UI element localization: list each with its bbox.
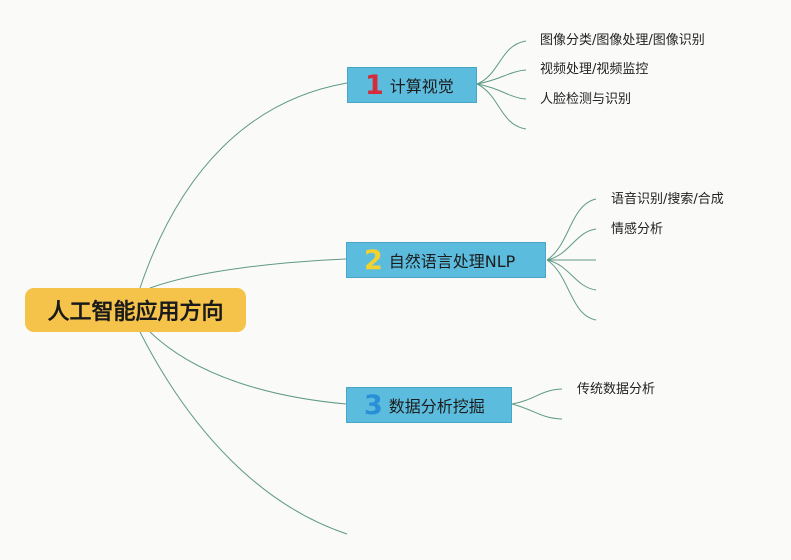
root-node[interactable]: 人工智能应用方向 [25, 288, 246, 332]
leaf-node[interactable]: 语音识别/搜索/合成 [611, 192, 724, 207]
branch-1-leaf-1-line [476, 40, 527, 85]
branch-3-number: 3 [364, 389, 383, 421]
branch-3-empty-leaf-line [511, 403, 563, 420]
branch-2-empty-leaf-2-line [546, 259, 597, 291]
leaf-node[interactable]: 情感分析 [611, 222, 664, 237]
root-to-empty-branch-line [139, 331, 348, 535]
branch-1-number: 1 [365, 69, 384, 101]
leaf-node[interactable]: 图像分类/图像处理/图像识别 [540, 33, 705, 48]
root-node-label: 人工智能应用方向 [47, 300, 224, 325]
leaf-node[interactable]: 人脸检测与识别 [540, 92, 632, 107]
branch-1-leaf-3-line [476, 83, 527, 100]
branch-node-2[interactable]: 2 自然语言处理NLP [346, 242, 546, 278]
branch-1-empty-leaf-line [476, 83, 527, 130]
branch-2-leaf-2-line [546, 228, 597, 261]
branch-node-1[interactable]: 1 计算视觉 [347, 67, 477, 103]
branch-2-empty-leaf-3-line [546, 259, 597, 321]
branch-2-number: 2 [364, 244, 383, 276]
branch-3-label: 数据分析挖掘 [388, 397, 485, 416]
leaf-node[interactable]: 视频处理/视频监控 [540, 62, 649, 77]
branch-node-3[interactable]: 3 数据分析挖掘 [346, 387, 512, 423]
branch-2-label: 自然语言处理NLP [388, 252, 516, 271]
branch-1-leaf-2-line [476, 69, 527, 85]
root-to-branch-2-line [149, 258, 347, 289]
root-to-branch-1-line [139, 82, 348, 289]
root-to-branch-3-line [149, 331, 347, 405]
branch-3-leaf-1-line [511, 388, 563, 405]
branch-2-leaf-1-line [546, 198, 597, 261]
leaf-node[interactable]: 传统数据分析 [577, 382, 656, 397]
branch-1-label: 计算视觉 [389, 77, 454, 96]
